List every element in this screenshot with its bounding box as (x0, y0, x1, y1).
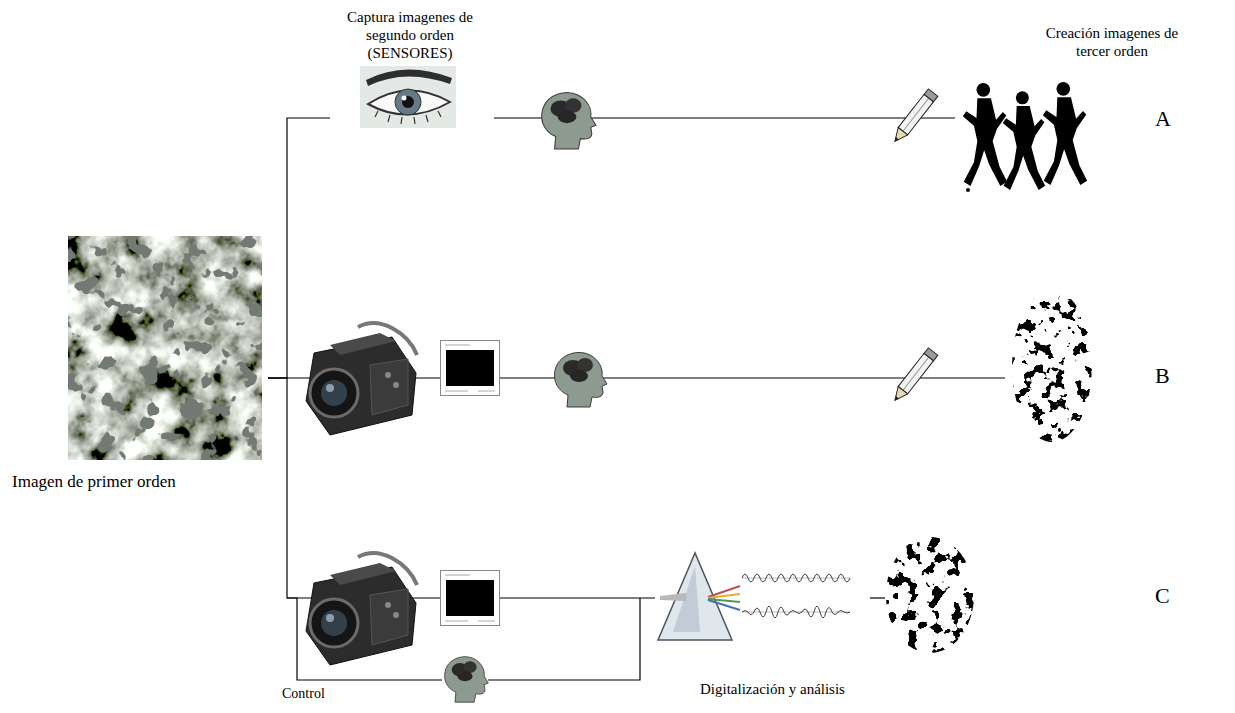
camera-icon (306, 323, 417, 435)
dancer-silhouette (963, 83, 1007, 186)
spectrum-ray (708, 586, 740, 597)
spectrum-ray (708, 600, 740, 610)
slide-icon (441, 341, 500, 396)
sensor-capture: Captura imagenes de segundo orden (SENSO… (330, 6, 494, 134)
connector-line (268, 118, 330, 378)
column-heading: Creación imagenes de tercer orden (1045, 24, 1179, 60)
row-letter: A (1155, 106, 1171, 132)
digitization-step: Digitalización y análisis (655, 545, 870, 707)
pencil-icon (890, 89, 938, 145)
control-wire (488, 598, 640, 680)
wave-line (742, 574, 850, 582)
image-caption: Imagen de primer orden (12, 472, 176, 492)
connector-line (870, 597, 885, 598)
eye-icon (360, 66, 456, 128)
spectrum-ray (708, 594, 740, 598)
third-order-image: B (1005, 285, 1205, 445)
step-caption: Digitalización y análisis (700, 680, 845, 698)
traced-spots (1010, 288, 1098, 446)
column-heading: Captura imagenes de segundo orden (SENSO… (330, 8, 490, 62)
dancer-silhouette (1003, 91, 1045, 190)
signal-waves (742, 574, 850, 618)
eye-ground (360, 66, 456, 128)
texture-image (68, 236, 262, 460)
dancer-silhouette (1043, 82, 1087, 185)
brain-head-icon (445, 657, 489, 702)
eye-pupil (402, 96, 414, 108)
eye-highlight (402, 96, 407, 101)
wave-line (742, 606, 850, 618)
source-image: Imagen de primer orden (10, 236, 268, 506)
light-beam (660, 593, 686, 601)
camera-icon (306, 553, 417, 665)
brain-head-icon (542, 93, 596, 149)
eye-iris (395, 89, 421, 115)
slide-icon (441, 571, 500, 626)
eye-lashes (375, 111, 441, 124)
traced-spots (884, 536, 976, 654)
label-box: Control (282, 686, 325, 703)
pencil-icon (890, 348, 938, 404)
ink-speck (966, 188, 970, 192)
texture-patches (68, 236, 262, 460)
row-letter: B (1155, 363, 1170, 389)
third-order-image: Creación imagenes de tercer ordenA (955, 20, 1205, 210)
brain-head-icon (555, 352, 608, 407)
dancers-figure (963, 82, 1087, 192)
eyebrow (366, 69, 452, 86)
control-label: Control (282, 686, 325, 703)
row-letter: C (1155, 583, 1170, 609)
third-order-image: C (885, 535, 1205, 655)
prism-icon (658, 553, 740, 640)
